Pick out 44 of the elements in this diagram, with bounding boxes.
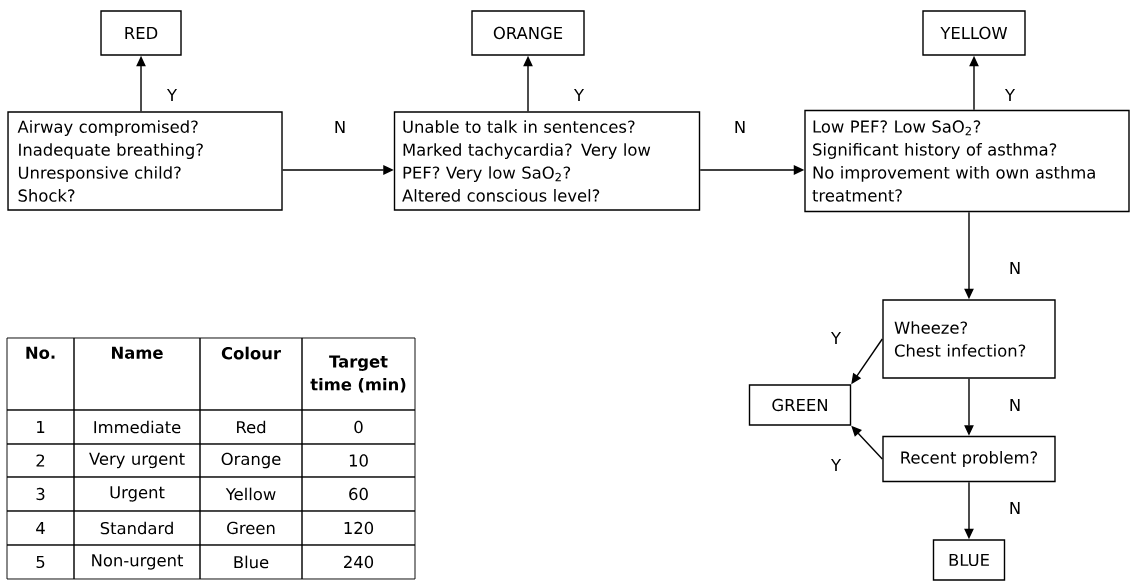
table-cell: Colour [199, 337, 303, 411]
question-box: Unable to talk in sentences? Marked tachycardia? Very low PEF? Very low SaO$_{2}$? Altered conscious level? [393, 111, 701, 211]
table-cell: 5 [6, 544, 75, 580]
table-cell: Urgent [73, 476, 201, 512]
table-cell: 240 [301, 544, 416, 580]
question-box: Recent problem? [882, 435, 1056, 483]
question-box: Wheeze? Chest infection? [882, 299, 1056, 379]
edge-label: Y [829, 457, 843, 473]
table-cell: 2 [6, 443, 75, 478]
table-cell: 4 [6, 510, 75, 546]
table-cell: Immediate [73, 409, 201, 445]
outcome-box: YELLOW [922, 10, 1026, 56]
question-box: Airway compromised? Inadequate breathing? Unresponsive child? Shock? [7, 111, 283, 211]
table-cell: No. [6, 337, 75, 411]
table-cell: Very urgent [73, 443, 201, 478]
outcome-box: GREEN [748, 384, 852, 426]
table-cell: Target time (min) [301, 337, 416, 411]
edge-label: N [732, 119, 748, 135]
table-cell: Green [199, 510, 303, 546]
table-cell: Non-urgent [73, 544, 201, 580]
edge-label: Y [572, 87, 586, 103]
edge-label: N [332, 119, 348, 135]
edge-label: Y [165, 87, 179, 103]
edge-label: Y [1003, 87, 1017, 103]
outcome-box: ORANGE [471, 10, 585, 56]
table-cell: Name [73, 337, 201, 411]
table-cell: Red [199, 409, 303, 445]
outcome-box: RED [100, 10, 182, 56]
table-cell: 10 [301, 443, 416, 478]
table-cell: 120 [301, 510, 416, 546]
table-cell: 60 [301, 476, 416, 512]
table-cell: Orange [199, 443, 303, 478]
table-cell: 1 [6, 409, 75, 445]
table-cell: Standard [73, 510, 201, 546]
table-cell: Blue [199, 544, 303, 580]
question-box: Low PEF? Low SaO$_{2}$? Significant history of asthma? No improvement with own asthma treatment? [804, 109, 1130, 213]
table-cell: 0 [301, 409, 416, 445]
table-cell: 3 [6, 476, 75, 512]
edge-label: N [1007, 500, 1023, 516]
table-cell: Yellow [199, 476, 303, 512]
edge-label: N [1007, 397, 1023, 413]
outcome-box: BLUE [932, 539, 1006, 581]
edge-label: N [1007, 260, 1023, 276]
edge-label: Y [829, 330, 843, 346]
